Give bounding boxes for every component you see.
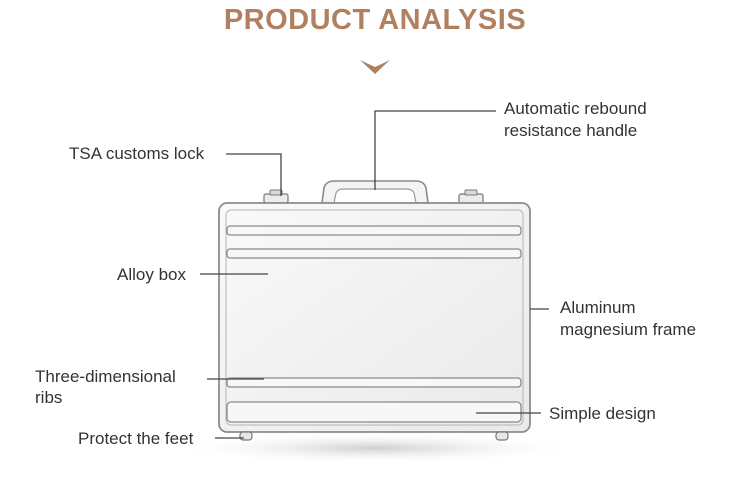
label-ribs-line2: ribs xyxy=(35,388,63,407)
handle xyxy=(321,180,429,204)
label-frame-line1: Aluminum xyxy=(560,298,636,317)
label-tsa-lock: TSA customs lock xyxy=(69,144,205,163)
leader-tsa-lock xyxy=(226,153,282,196)
top-rib-2 xyxy=(226,248,522,259)
floor-shadow xyxy=(165,432,585,464)
label-handle-line1: Automatic rebound xyxy=(504,99,647,118)
leader-lines xyxy=(200,110,549,439)
tsa-lock-left xyxy=(263,189,289,204)
tsa-lock-right xyxy=(458,189,484,204)
label-simple-design: Simple design xyxy=(549,404,656,423)
chevron-down-icon xyxy=(360,60,390,74)
leader-handle xyxy=(374,110,496,190)
top-rib-1 xyxy=(226,225,522,236)
label-feet: Protect the feet xyxy=(78,429,194,448)
label-handle-line2: resistance handle xyxy=(504,121,638,140)
foot-right xyxy=(495,431,509,441)
label-frame-line2: magnesium frame xyxy=(560,320,697,339)
page-title: PRODUCT ANALYSIS xyxy=(223,4,527,36)
label-ribs-line1: Three-dimensional xyxy=(35,367,176,386)
label-alloy-box: Alloy box xyxy=(117,265,186,284)
bottom-rib-2 xyxy=(226,401,522,423)
bottom-rib-1 xyxy=(226,377,522,388)
alloy-box xyxy=(218,202,531,433)
foot-left xyxy=(239,431,253,441)
